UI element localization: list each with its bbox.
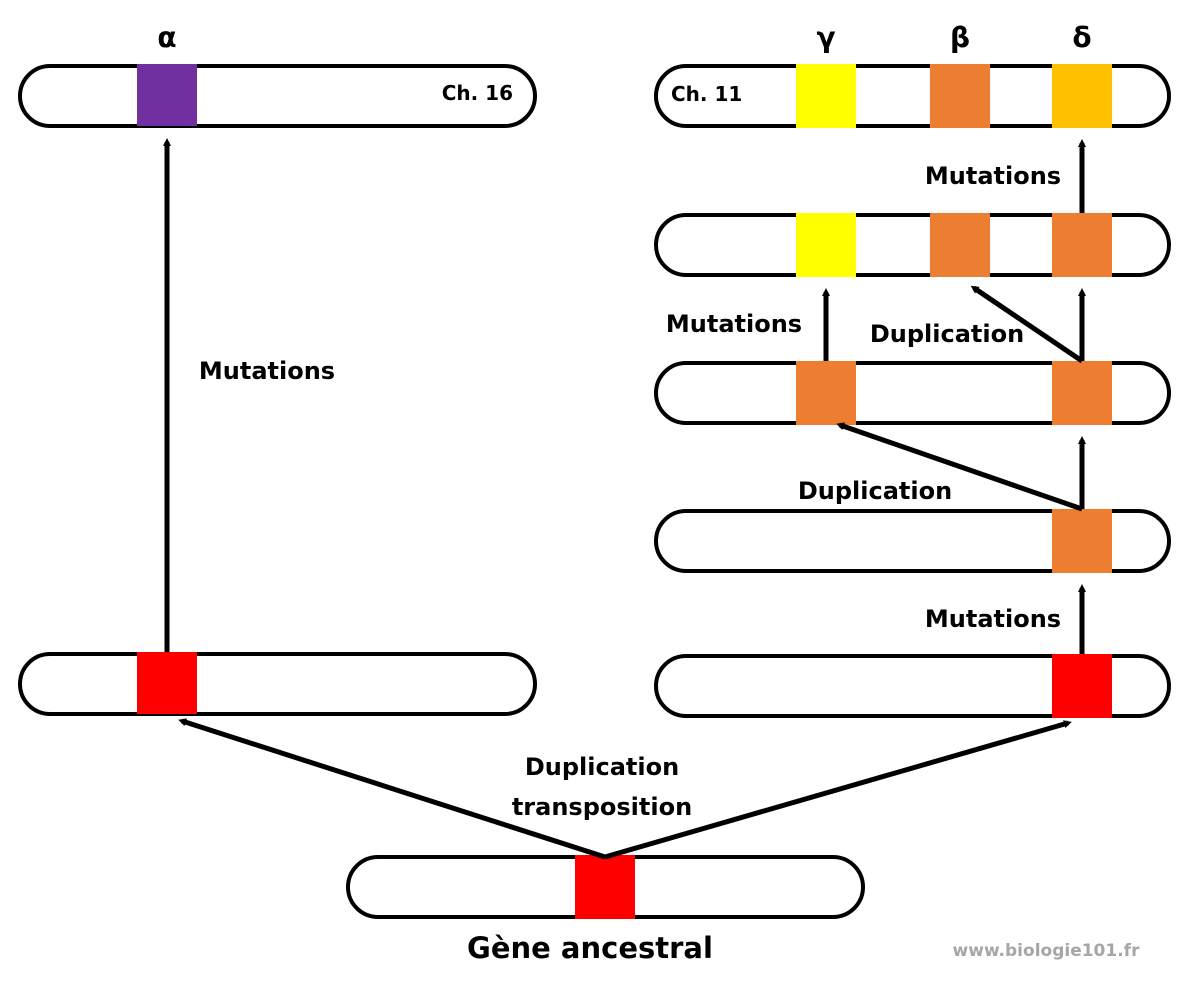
chromosome-11-final <box>654 64 1171 128</box>
chromosome-right-row4 <box>654 509 1171 573</box>
gene-row2-gamma-box <box>796 213 856 277</box>
gene-left-lower-box <box>137 652 197 714</box>
chromosome-16-label: Ch. 16 <box>442 81 513 105</box>
arrows <box>163 138 1086 860</box>
gene-delta-box <box>1052 64 1112 128</box>
arrow-ancestral-to-right <box>604 720 1072 860</box>
chromosome-right-row3 <box>654 361 1171 425</box>
duplication-transposition-line1: Duplication <box>525 753 679 781</box>
duplication-transposition-line2: transposition <box>512 793 692 821</box>
gene-row2-beta-box <box>930 213 990 277</box>
gene-beta-label: β <box>950 21 970 54</box>
chromosome-right-row5 <box>654 654 1171 718</box>
watermark: www.biologie101.fr <box>953 941 1141 961</box>
gene-row4-box <box>1052 509 1112 573</box>
ancestral-gene-label: Gène ancestral <box>467 931 713 965</box>
duplication-upper-label: Duplication <box>870 320 1024 348</box>
gene-row2-delta-box <box>1052 213 1112 277</box>
chromosome-11-label: Ch. 11 <box>671 82 742 106</box>
mutations-left-label: Mutations <box>199 357 335 385</box>
chromosome-left-lower <box>18 652 537 716</box>
gene-row3-right-box <box>1052 361 1112 425</box>
chromosome-right-row2 <box>654 213 1171 277</box>
duplication-lower-label: Duplication <box>798 477 952 505</box>
arrow-row4-to-row3-left <box>836 422 1083 512</box>
gene-alpha-label: α <box>157 21 176 54</box>
gene-gamma-box <box>796 64 856 128</box>
gene-ancestral-box <box>575 855 635 919</box>
gene-row5-box <box>1052 654 1112 718</box>
gene-alpha-box <box>137 64 197 126</box>
gene-beta-box <box>930 64 990 128</box>
gene-delta-label: δ <box>1072 21 1091 54</box>
gene-row3-left-box <box>796 361 856 425</box>
gene-gamma-label: γ <box>816 21 835 54</box>
arrow-row3-to-row2-beta <box>970 285 1084 364</box>
mutations-mid-right-label: Mutations <box>666 310 802 338</box>
arrow-ancestral-to-left <box>178 718 606 860</box>
mutations-top-right-label: Mutations <box>925 162 1061 190</box>
mutations-bottom-right-label: Mutations <box>925 605 1061 633</box>
